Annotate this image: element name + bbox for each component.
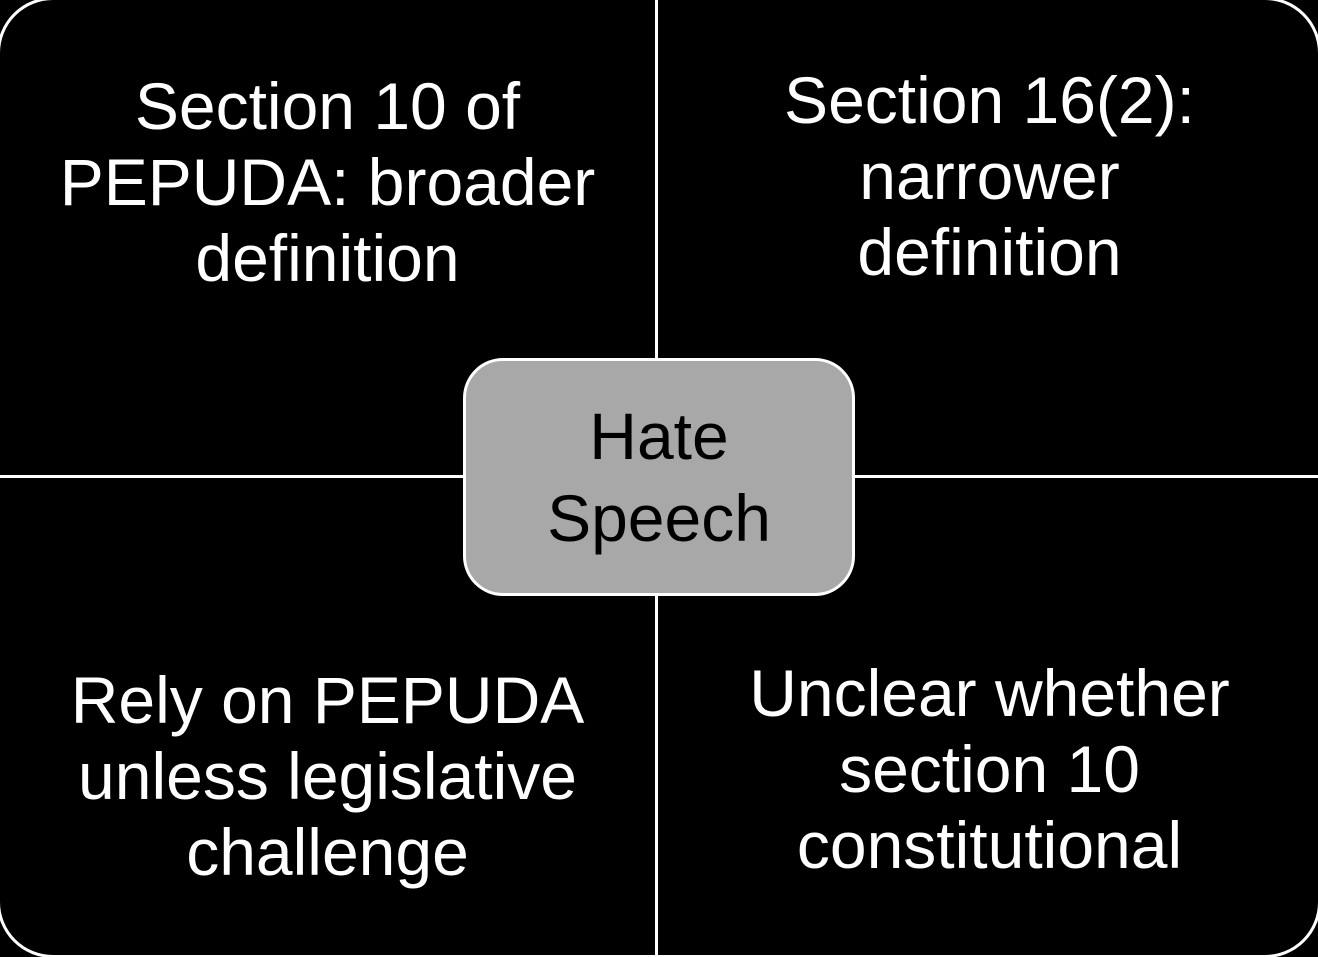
- quadrant-label-top-right: Section 16(2): narrower definition: [784, 63, 1195, 289]
- center-node: Hate Speech: [463, 358, 855, 596]
- quadrant-label-bottom-right: Unclear whether section 10 constitutiona…: [749, 656, 1230, 882]
- center-node-label: Hate Speech: [547, 399, 771, 555]
- quadrant-label-top-left: Section 10 of PEPUDA: broader definition: [59, 69, 596, 295]
- quadrant-label-bottom-left: Rely on PEPUDA unless legislative challe…: [70, 663, 585, 889]
